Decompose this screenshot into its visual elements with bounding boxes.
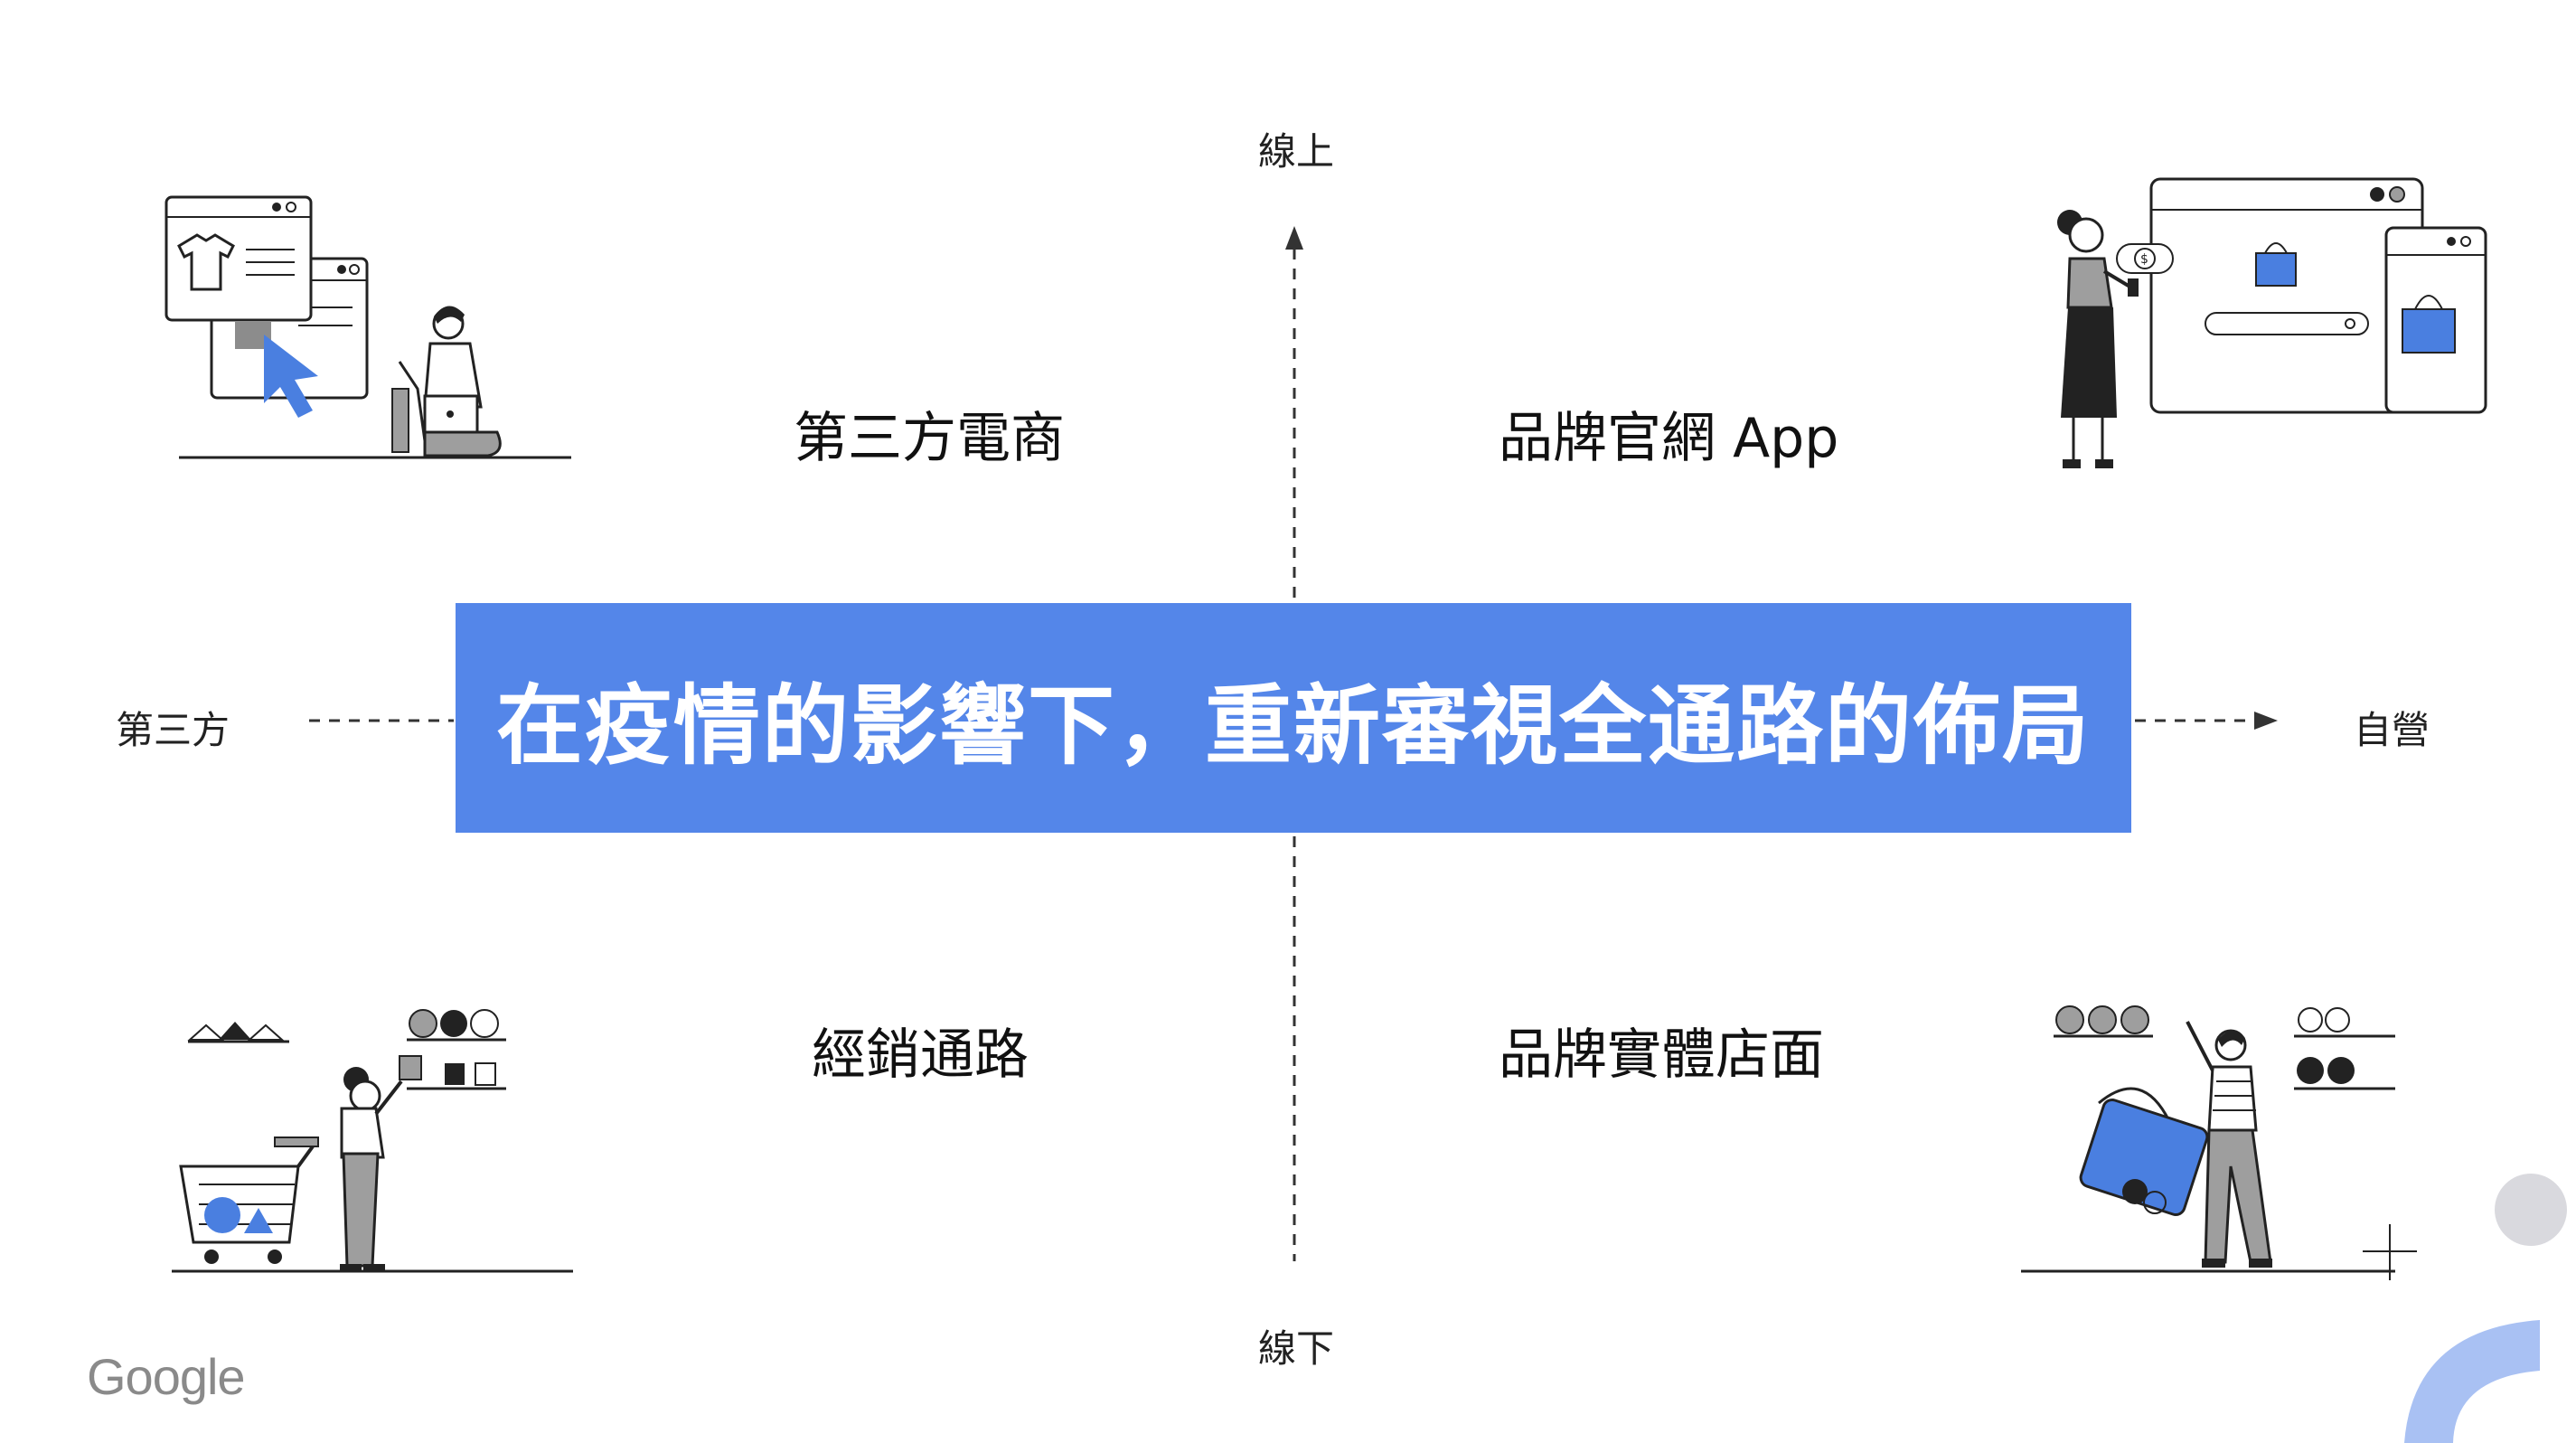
headline-banner: 在疫情的影響下，重新審視全通路的佈局	[456, 603, 2131, 833]
arrow-right-icon	[2254, 712, 2278, 730]
brand-website-illustration: $	[2057, 177, 2487, 468]
store-shopper-illustration	[2021, 1005, 2417, 1280]
gray-circle-shape	[2495, 1174, 2567, 1246]
quadrant-label-distribution-channel: 經銷通路	[812, 1023, 1029, 1087]
cursor-icon	[264, 335, 318, 418]
tshirt-icon	[177, 233, 235, 291]
decorative-shapes	[2404, 1174, 2567, 1443]
google-logo: Google	[87, 1348, 246, 1405]
axis-label-right: 自營	[2354, 708, 2430, 752]
shopping-bag-icon	[2402, 308, 2456, 354]
ecommerce-browser-illustration	[165, 195, 571, 459]
shopping-bag-icon	[2255, 252, 2297, 287]
svg-text:$: $	[2140, 252, 2148, 267]
search-bar-icon	[2205, 312, 2369, 335]
quadrant-label-third-party-ecommerce: 第三方電商	[794, 407, 1065, 470]
headline-text: 在疫情的影響下，重新審視全通路的佈局	[496, 674, 2091, 777]
quadrant-label-brand-website-app: 品牌官網 App	[1499, 407, 1839, 470]
retail-shopper-illustration	[172, 1009, 573, 1273]
dollar-icon	[2134, 248, 2156, 269]
arrow-up-icon	[1285, 226, 1303, 250]
axis-label-top: 線上	[1258, 129, 1335, 174]
quadrant-label-brand-physical-store: 品牌實體店面	[1499, 1023, 1824, 1087]
blue-arc-shape	[2404, 1320, 2540, 1443]
axis-label-bottom: 線下	[1258, 1326, 1335, 1371]
axis-label-left: 第三方	[116, 708, 230, 752]
